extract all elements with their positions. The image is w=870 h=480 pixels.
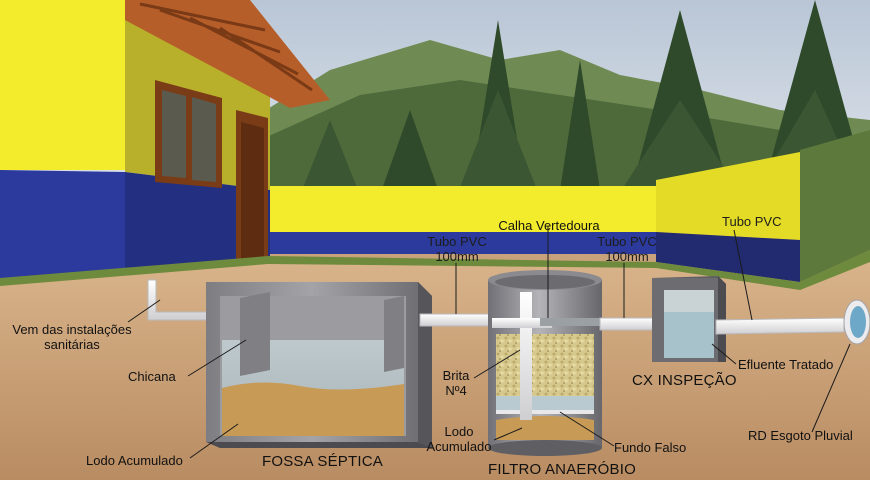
label-filtro-anaerobio: FILTRO ANAERÓBIO (488, 461, 636, 478)
label-tubo-pvc-2: Tubo PVC 100mm (588, 234, 666, 264)
label-vem-line1: Vem das instalações (12, 322, 132, 337)
leader-lines (127, 226, 851, 459)
label-tubo-pvc-1-line2: 100mm (435, 249, 479, 264)
label-vem-das-instalacoes: Vem das instalações sanitárias (6, 322, 138, 352)
label-lodo-filtro-line1: Lodo (444, 424, 474, 439)
chicana-baffle-right (384, 296, 404, 372)
wall-side-blue (656, 232, 800, 282)
label-brita: Brita Nº4 (436, 368, 476, 398)
label-tubo-pvc-2-line2: 100mm (605, 249, 649, 264)
label-fundo-falso: Fundo Falso (614, 440, 687, 455)
label-efluente-tratado: Efluente Tratado (738, 357, 834, 372)
label-lodo-acumulado-fossa: Lodo Acumulado (86, 453, 183, 468)
label-calha-vertedoura: Calha Vertedoura (498, 218, 600, 233)
rd-esgoto-opening (850, 306, 866, 338)
wall-side-yellow (656, 152, 800, 240)
fundo-falso-plate (496, 410, 594, 414)
label-lodo-filtro-line2: Acumulado (426, 439, 492, 454)
label-brita-line1: Brita (442, 368, 470, 383)
label-vem-line2: sanitárias (44, 337, 100, 352)
label-cx-inspecao: CX INSPEÇÃO (632, 372, 737, 389)
label-tubo-pvc-2-line1: Tubo PVC (597, 234, 657, 249)
label-tubo-pvc-1-line1: Tubo PVC (427, 234, 487, 249)
label-rd-esgoto-pluvial: RD Esgoto Pluvial (748, 428, 853, 443)
label-lodo-acumulado-filtro: Lodo Acumulado (420, 424, 498, 454)
house (0, 0, 330, 282)
grass-right (800, 130, 870, 282)
label-brita-line2: Nº4 (445, 383, 467, 398)
label-tubo-pvc-1: Tubo PVC 100mm (418, 234, 496, 264)
chicana-baffle-left (240, 292, 270, 376)
fossa-septica-tank (206, 282, 432, 448)
wall-blue (268, 232, 656, 254)
label-tubo-pvc-3: Tubo PVC (722, 214, 782, 229)
filtro-anaerobio-tank (488, 270, 602, 456)
pipe-fossa-filtro (419, 313, 493, 327)
cx-inspecao-box (652, 276, 726, 362)
label-fossa-septica: FOSSA SÉPTICA (262, 453, 383, 470)
label-chicana: Chicana (128, 369, 176, 384)
outlet-pipe (715, 317, 845, 335)
wall-yellow (268, 186, 656, 232)
